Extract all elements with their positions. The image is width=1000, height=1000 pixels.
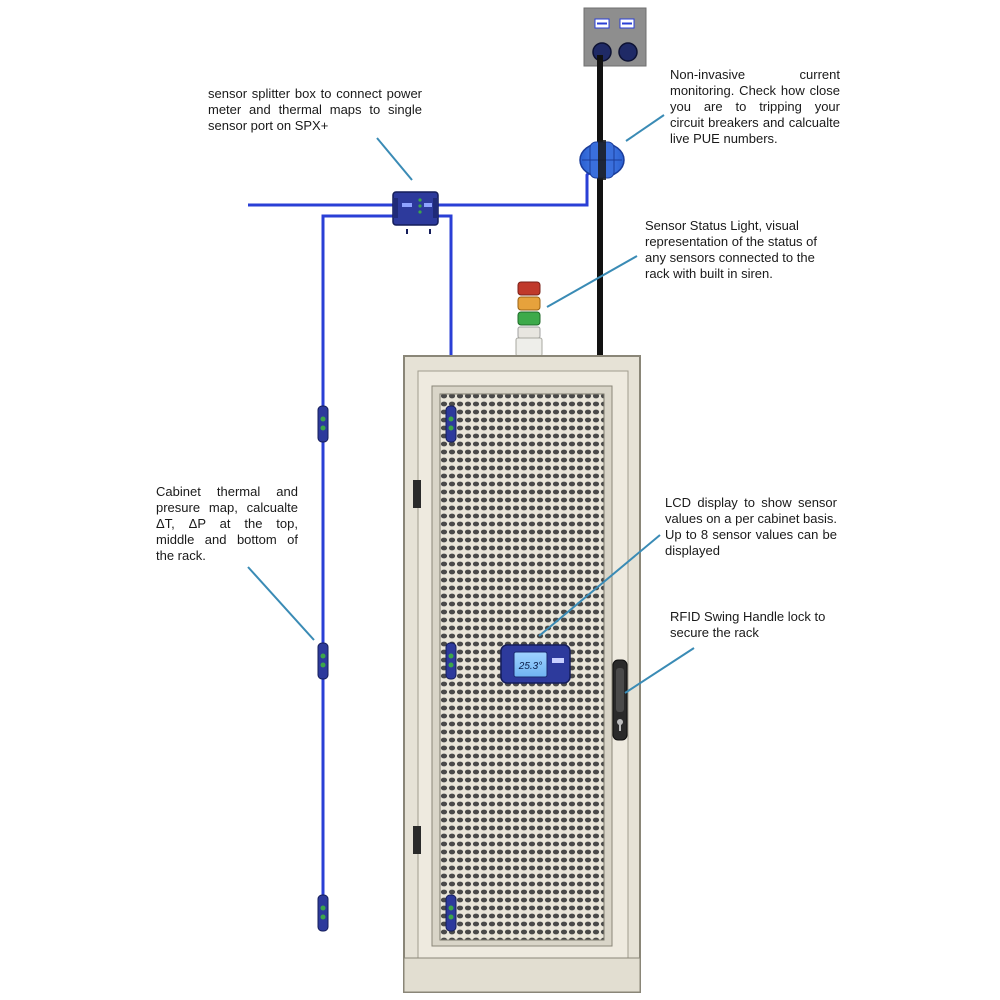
lcd-value: 25.3° [518,661,542,672]
splitter-box-icon [392,191,439,234]
callout-lcd-display: LCD display to show sensor values on a p… [665,495,837,558]
thermal-sensors [317,405,457,932]
callout-current-monitoring: Non-invasive current monitoring. Check h… [670,67,840,146]
thermal-sensor-icon [317,405,329,443]
thermal-sensor-icon [445,894,457,932]
thermal-sensor-icon [445,642,457,680]
lcd-display-icon [500,644,571,684]
callout-rfid-handle: RFID Swing Handle lock to secure the rac… [670,609,826,640]
thermal-sensor-icon [317,642,329,680]
current-clamp-icon [579,140,625,180]
leader-lines [247,114,695,694]
thermal-sensor-icon [317,894,329,932]
status-light-icon [515,281,543,357]
handle-lock-icon [612,659,628,741]
callout-splitter-box: sensor splitter box to connect power met… [208,86,422,133]
thermal-sensor-icon [445,405,457,443]
callout-thermal-map: Cabinet thermal and presure map, calcual… [156,484,298,563]
power-outlet-icon [583,7,647,67]
callout-status-light: Sensor Status Light, visual representati… [645,218,817,281]
